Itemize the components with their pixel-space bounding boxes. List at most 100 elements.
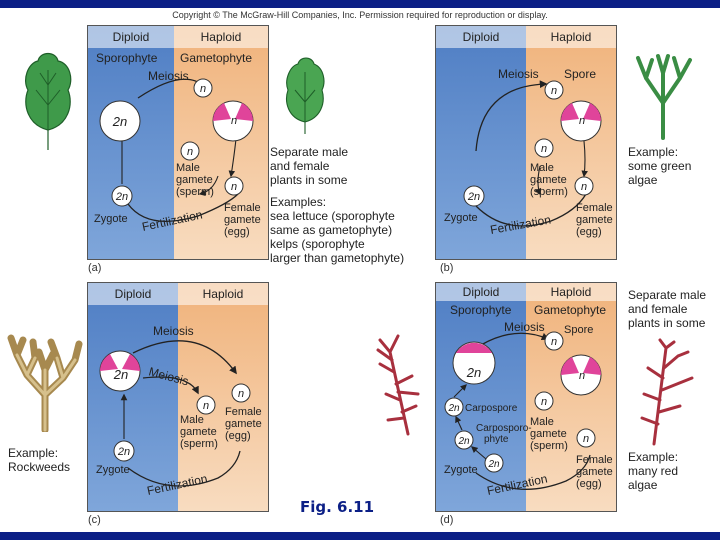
male-label-2: gamete	[530, 174, 567, 186]
panel-c: Diploid Haploid Meiosis Meiosis Fertiliz…	[87, 282, 269, 512]
sea-lettuce-illustration	[25, 52, 72, 150]
male-label-3: (sperm)	[530, 186, 568, 198]
example-line-1: Example:	[628, 145, 679, 159]
zygote-cell	[111, 185, 133, 207]
diploid-label: Diploid	[463, 30, 500, 44]
female-label-2: gamete	[225, 418, 262, 430]
gametophyte-ploidy: n	[579, 115, 585, 127]
male-gamete-cell	[534, 138, 554, 158]
zygote-label: Zygote	[96, 464, 130, 476]
zygote-ploidy: 2n	[487, 459, 500, 470]
spore-ploidy: n	[551, 85, 557, 97]
example-line-1: Example:	[8, 446, 59, 460]
female-label-2: gamete	[576, 466, 613, 478]
male-gamete-ploidy: n	[187, 146, 193, 158]
female-gamete-cell	[574, 176, 594, 196]
examples-line-3: same as gametophyte)	[270, 223, 393, 237]
red-algae-illustration-right	[640, 338, 694, 446]
female-gamete-ploidy: n	[583, 433, 589, 445]
zygote-label: Zygote	[444, 212, 478, 224]
male-gamete-arrow	[198, 175, 219, 197]
panel-b-label: (b)	[440, 262, 454, 274]
diploid-region	[436, 283, 526, 511]
haploid-label: Haploid	[551, 285, 592, 299]
zygote-label: Zygote	[444, 464, 478, 476]
figure-label: Fig. 6.11	[300, 498, 375, 516]
gametangium-right	[583, 357, 602, 375]
diploid-region	[88, 26, 174, 259]
diploid-label: Diploid	[115, 287, 152, 301]
female-label-1: Female	[225, 406, 262, 418]
zygote-ploidy: 2n	[467, 191, 480, 203]
carpospore-ploidy: 2n	[447, 403, 460, 414]
bottom-frame-bar	[0, 532, 720, 540]
green-algae-illustration	[636, 54, 692, 140]
panel-a: Diploid Haploid Sporophyte Gametophyte M…	[87, 25, 269, 260]
carposporophyte-cell	[454, 430, 474, 450]
male-label-1: Male	[176, 162, 200, 174]
spore-ploidy: n	[200, 83, 206, 95]
haploid-label: Haploid	[551, 30, 592, 44]
panel-d-notes-top: Separate male and female plants in some	[628, 288, 718, 330]
female-label-3: (egg)	[576, 478, 602, 490]
fertilization-arc	[475, 193, 587, 227]
zygote-label: Zygote	[94, 213, 128, 225]
spore-cell	[544, 80, 564, 100]
panel-b: Diploid Haploid Meiosis Spore n n n Male…	[435, 25, 617, 260]
female-gamete-ploidy: n	[238, 388, 244, 400]
copyright-notice: Copyright © The McGraw-Hill Companies, I…	[172, 10, 548, 20]
gametangium-right	[583, 103, 602, 121]
male-label-2: gamete	[530, 428, 567, 440]
tetrasporophyte-ploidy: 2n	[466, 365, 481, 380]
zygote-cell	[463, 185, 485, 207]
spore-label: Spore	[564, 67, 596, 81]
meiosis-label: Meiosis	[148, 69, 189, 83]
gametangium-left	[560, 357, 579, 375]
female-gamete-ploidy: n	[231, 181, 237, 193]
note-line-3: plants in some	[270, 173, 348, 187]
red-algae-illustration-left	[376, 334, 420, 436]
male-label-1: Male	[180, 414, 204, 426]
header-band	[88, 283, 268, 305]
gametangium-right	[235, 103, 254, 121]
carposporophyte-label-1: Carposporo-	[476, 423, 532, 434]
haploid-label: Haploid	[203, 287, 244, 301]
meiosis-label: Meiosis	[504, 320, 545, 334]
female-gamete-ploidy: n	[581, 181, 587, 193]
male-label-2: gamete	[176, 174, 213, 186]
male-gamete-ploidy: n	[541, 396, 547, 408]
female-gamete-arrow	[581, 140, 588, 178]
top-frame-bar	[0, 0, 720, 8]
gametophyte-label: Gametophyte	[180, 51, 252, 65]
carposporophyte-label-2: phyte	[484, 434, 509, 445]
male-label-1: Male	[530, 416, 554, 428]
examples-line-4: kelps (sporophyte	[270, 237, 365, 251]
panel-b-notes: Example: some green algae	[628, 145, 716, 187]
fertilization-arc	[127, 193, 239, 222]
female-label-3: (egg)	[576, 226, 602, 238]
header-band	[88, 26, 268, 48]
gametophyte-ploidy: n	[231, 115, 237, 127]
spore-cell	[544, 331, 564, 351]
fertilization-arc	[127, 450, 241, 487]
spore-cell	[193, 78, 213, 98]
carpospore-label: Carpospore	[465, 403, 518, 414]
panel-c-notes: Example: Rockweeds	[8, 446, 88, 474]
zygote-arrow	[470, 446, 487, 460]
sporophyte-cell	[99, 100, 141, 142]
female-gamete-cell	[231, 383, 251, 403]
spore-label: Spore	[564, 324, 593, 336]
note-line-1: Separate male	[628, 288, 707, 302]
example-line-2: some green	[628, 159, 692, 173]
male-label-3: (sperm)	[180, 438, 218, 450]
sporophyte-label: Sporophyte	[450, 303, 512, 317]
female-label-3: (egg)	[224, 226, 250, 238]
gametangium-left	[560, 103, 579, 121]
meiosis-arrow	[480, 332, 550, 346]
note-line-2: and female	[628, 302, 688, 316]
note-line-1: Separate male	[270, 145, 349, 159]
male-label-3: (sperm)	[176, 186, 214, 198]
panel-d-notes-bottom: Example: many red algae	[628, 450, 718, 492]
meiosis-arrow-male	[142, 376, 199, 395]
panel-a-notes: Separate male and female plants in some …	[270, 145, 430, 265]
